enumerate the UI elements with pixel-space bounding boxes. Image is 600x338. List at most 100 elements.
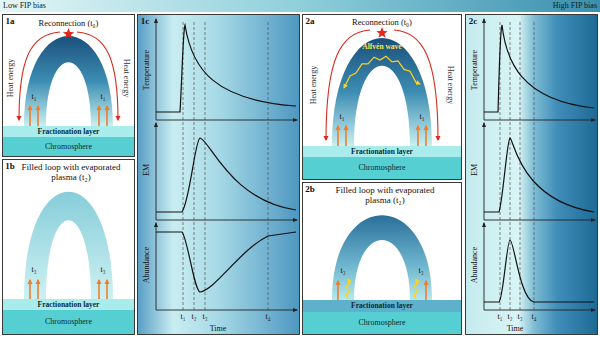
axes <box>484 19 595 310</box>
chromosphere-band: Chromosphere <box>3 310 134 334</box>
loop-1a <box>19 28 118 126</box>
tick-label: t₁ <box>497 313 502 321</box>
time-marker <box>205 22 206 310</box>
axis <box>484 220 595 221</box>
tick-label: t₄ <box>531 313 536 321</box>
curves <box>156 25 296 292</box>
axis-label: Temperature <box>471 50 479 90</box>
band-label: Chromosphere <box>358 164 405 172</box>
evaporation-arrow <box>425 126 427 146</box>
axes <box>156 19 297 310</box>
chromosphere-band: Chromosphere <box>3 137 134 156</box>
temperature-curve <box>484 25 594 112</box>
axis-label: Time <box>210 325 227 333</box>
evaporation-arrow <box>106 106 108 126</box>
panel-label: 2c <box>469 17 478 26</box>
fip-bias-scale: Low FIP biasHigh FIP bias <box>0 0 600 12</box>
evaporation-arrow <box>37 280 39 299</box>
band-label: Fractionation layer <box>38 301 100 309</box>
time-marker <box>520 22 521 310</box>
stage-title: Filled loop with evaporated plasma (t₂) <box>331 186 439 206</box>
axis <box>156 310 297 311</box>
evaporation-arrow <box>337 126 339 146</box>
time-label: t₃ <box>340 267 345 275</box>
axis-label: EM <box>143 164 151 176</box>
time-marker <box>510 22 511 310</box>
em-curve <box>484 138 594 212</box>
band-label: Chromosphere <box>45 318 92 326</box>
fractionation-layer: Fractionation layer <box>303 300 461 312</box>
reconnection-star <box>63 28 74 39</box>
abundance-curve <box>156 232 296 292</box>
abundance-curve <box>484 240 594 302</box>
band-label: Fractionation layer <box>38 128 100 136</box>
fractionation-layer: Fractionation layer <box>303 146 461 157</box>
time-label: t₁ <box>31 93 36 101</box>
panel-label: 2b <box>305 185 315 194</box>
time-label: t₁ <box>100 93 105 101</box>
band-label: Chromosphere <box>358 319 405 327</box>
evaporation-arrow <box>425 281 427 300</box>
fractionation-layer: Fractionation layer <box>3 299 134 310</box>
axis <box>484 19 485 120</box>
panel: 2b Filled loop with evaporated plasma (t₂… <box>302 182 462 335</box>
time-marker <box>534 22 535 310</box>
event-label: Reconnection (t₀) <box>352 18 412 27</box>
event-label: Reconnection (t₀) <box>39 19 99 28</box>
band-label: Chromosphere <box>45 143 92 151</box>
heat-label: Heat energy <box>446 66 454 105</box>
evaporation-arrow <box>29 106 31 126</box>
alfven-wave <box>344 56 420 88</box>
axis <box>484 120 595 121</box>
evaporation-arrow <box>98 280 100 299</box>
panel: 1aReconnection (t₀)Heat energyHeat energ… <box>2 14 135 157</box>
axis-label: Abundance <box>471 247 479 283</box>
tick-label: t₁ <box>180 313 185 321</box>
evaporation-arrow <box>37 106 39 126</box>
evaporation-arrows <box>30 280 107 299</box>
plot-2c <box>484 19 595 310</box>
axis <box>484 123 485 220</box>
plot-panel: 1cTemperatureEMAbundanceTimet₁t₂t₃t₄ <box>137 14 300 335</box>
curves <box>484 25 594 302</box>
time-label: t₃ <box>418 267 423 275</box>
plot-background <box>466 15 597 334</box>
time-label: t₁ <box>339 113 344 121</box>
reconnection-star <box>376 27 387 38</box>
heat-label: Heat energy <box>7 59 15 98</box>
alfven-wave <box>346 279 350 299</box>
alfven-waves <box>346 279 418 299</box>
temperature-curve <box>156 25 296 112</box>
plot-background <box>138 15 299 334</box>
coronal-loop <box>332 215 432 300</box>
panel: 1bFilled loop with evaporated plasma (t₂… <box>2 159 135 335</box>
chromosphere-band: Chromosphere <box>303 312 461 334</box>
plot-1c <box>156 19 297 310</box>
panel-label: 2a <box>306 17 315 26</box>
evaporation-arrow <box>106 280 108 299</box>
time-marker <box>268 22 269 310</box>
loop-2a <box>326 27 438 146</box>
chromosphere-band: Chromosphere <box>303 157 461 179</box>
scale-label: High FIP bias <box>553 2 597 10</box>
loop-2b <box>332 215 432 300</box>
axis <box>484 310 595 311</box>
time-markers <box>183 22 268 310</box>
evaporation-arrow <box>345 126 347 146</box>
tick-label: t₃ <box>517 313 522 321</box>
alfven-wave <box>414 279 418 299</box>
axis-label: Abundance <box>143 247 151 283</box>
tick-label: t₂ <box>507 313 512 321</box>
wave-label: Alfvén wave <box>362 43 401 51</box>
band-label: Fractionation layer <box>351 302 413 310</box>
panel: 2aReconnection (t₀)Heat energyHeat energ… <box>302 14 462 180</box>
axis <box>156 223 157 310</box>
evaporation-arrow <box>29 280 31 299</box>
axis <box>156 120 297 121</box>
plot-panel: 2cTemperatureEMAbundanceTimet₁t₂t₃t₄ <box>465 14 598 335</box>
time-label: t₃ <box>31 266 36 274</box>
loop-1b <box>24 192 113 299</box>
tick-label: t₃ <box>202 313 207 321</box>
axis-label: Time <box>507 325 524 333</box>
